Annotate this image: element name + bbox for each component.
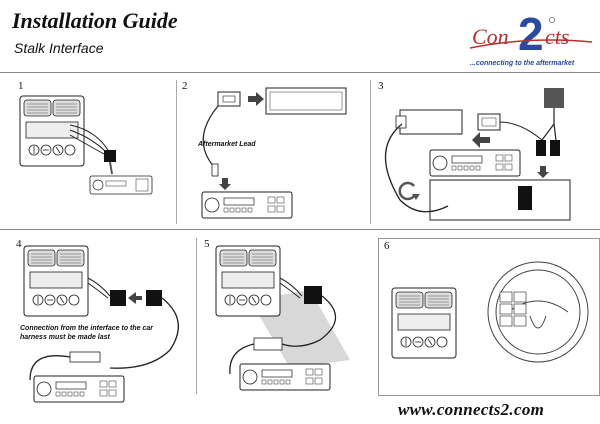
step-5-number: 5 [204, 238, 210, 250]
step-4-number: 4 [16, 238, 22, 250]
connection-note-line-1: Connection from the interface to the car [20, 325, 154, 332]
svg-text:2: 2 [518, 8, 544, 60]
svg-text:Con: Con [472, 24, 509, 49]
connection-note-line-2: harness must be made last [20, 334, 110, 341]
column-divider-1 [176, 80, 177, 224]
svg-text:cts: cts [545, 24, 569, 49]
website-url[interactable]: www.connects2.com [398, 400, 545, 419]
step-1-number: 1 [18, 80, 24, 92]
header-divider [0, 72, 600, 73]
page-subtitle: Stalk Interface [14, 40, 104, 56]
column-divider-2 [370, 80, 371, 224]
step-2-number: 2 [182, 80, 188, 92]
step-6-number: 6 [384, 240, 390, 252]
row-divider [0, 229, 600, 230]
connects2-logo: Con cts 2 [469, 8, 593, 60]
logo-tagline: ...connecting to the aftermarket [470, 60, 575, 67]
aftermarket-lead-label: Aftermarket Lead [198, 141, 256, 148]
page-title: Installation Guide [12, 8, 178, 33]
column-divider-3 [196, 238, 197, 394]
step-3-number: 3 [378, 80, 384, 92]
step-6-panel [378, 238, 600, 396]
